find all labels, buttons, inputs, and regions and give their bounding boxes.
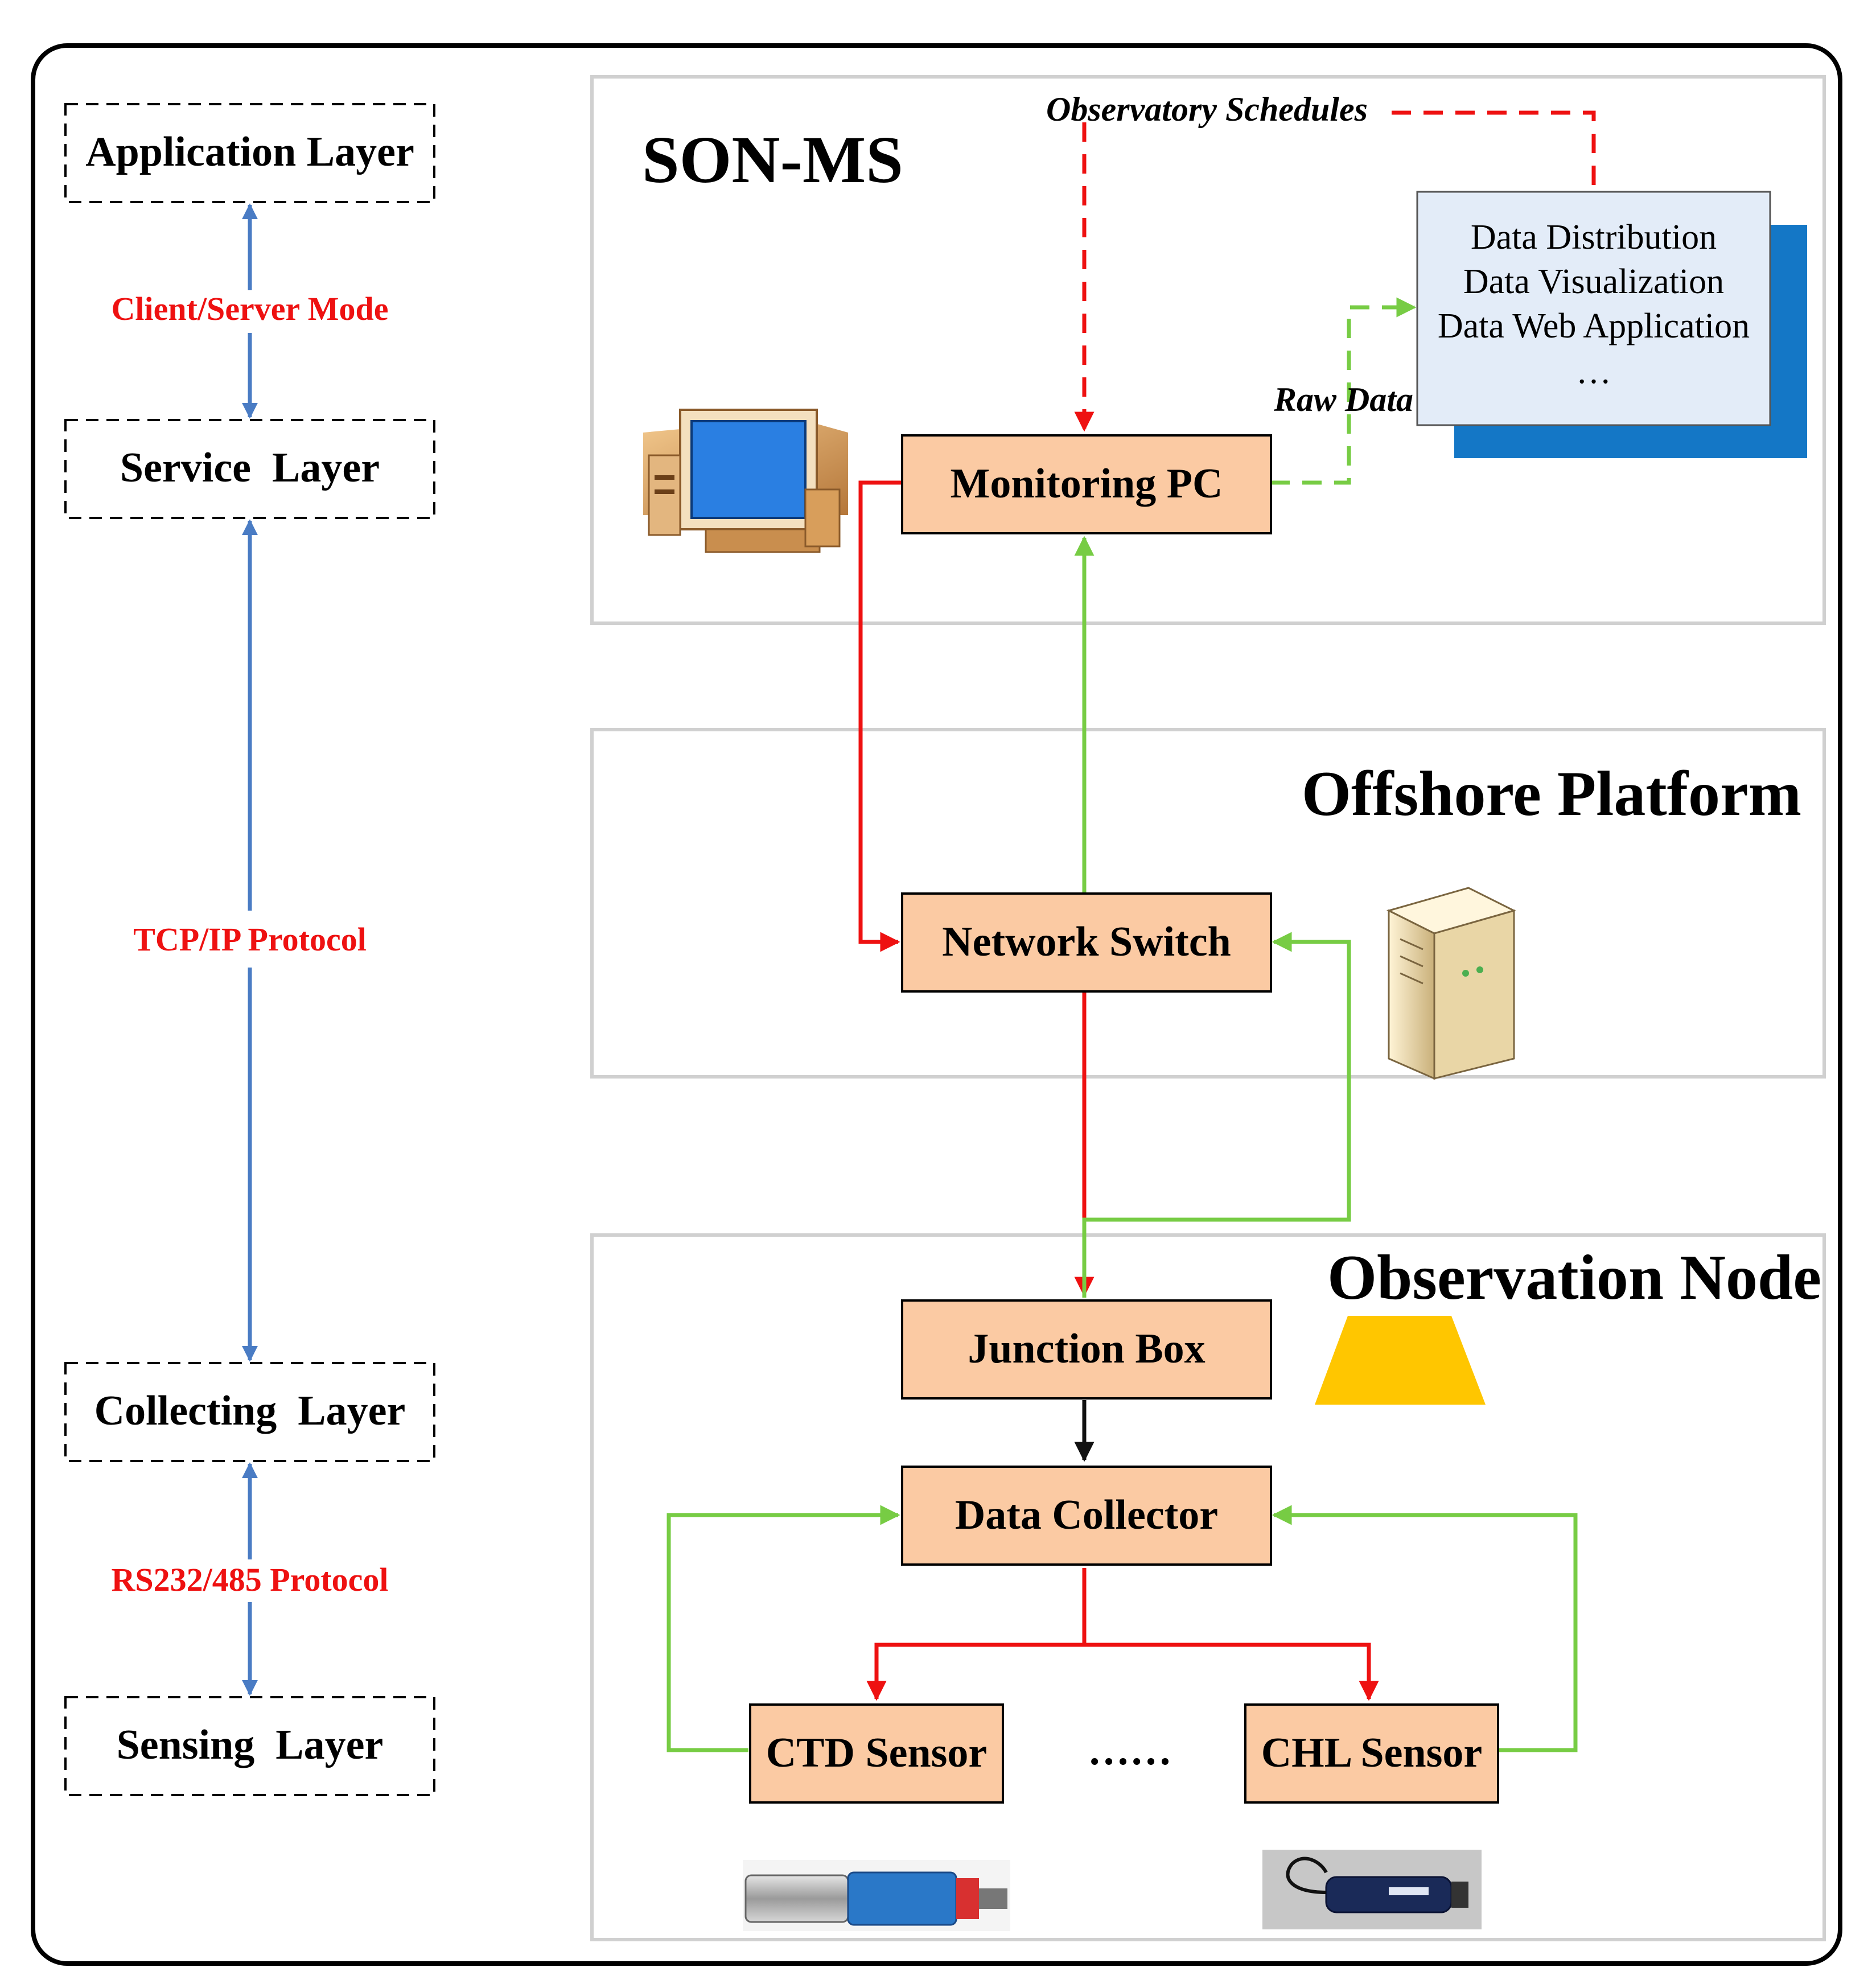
- services-box: [1416, 191, 1771, 426]
- client-server-label: Client/Server Mode: [112, 290, 389, 327]
- ctd-to-collector-data: [666, 1505, 900, 1752]
- collector-to-ctd-control: [866, 1568, 1087, 1701]
- collector-to-chl-control: [1084, 1643, 1379, 1701]
- junction-to-switch-data: [1082, 932, 1351, 1298]
- service-layer-box: Service Layer: [64, 419, 435, 519]
- outer-frame: [31, 43, 1842, 1966]
- junction-box-label: Junction Box: [968, 1326, 1205, 1372]
- ctd-sensor-image: [743, 1860, 1010, 1931]
- sensor-ellipsis: ……: [1088, 1727, 1172, 1774]
- observation-node-title: Observation Node: [1327, 1242, 1821, 1313]
- service-data-distribution: Data Distribution: [1471, 218, 1717, 257]
- data-collector-label: Data Collector: [955, 1492, 1218, 1538]
- application-layer-box: Application Layer: [64, 103, 435, 203]
- observatory-schedules-label: Observatory Schedules: [1046, 90, 1368, 128]
- server-icon: [1386, 887, 1517, 1080]
- junction-box-node: Junction Box: [901, 1299, 1272, 1400]
- chl-sensor-label: CHL Sensor: [1261, 1730, 1483, 1776]
- raw-data-flow: [1270, 297, 1417, 485]
- offshore-platform-title: Offshore Platform: [1302, 759, 1801, 829]
- pc-to-switch-control: [858, 480, 901, 952]
- chl-to-collector-data: [1272, 1505, 1578, 1752]
- tcp-ip-label: TCP/IP Protocol: [133, 921, 367, 958]
- service-data-visualization: Data Visualization: [1463, 262, 1724, 301]
- service-data-web-application: Data Web Application: [1438, 307, 1750, 345]
- monitoring-pc-node: Monitoring PC: [901, 434, 1272, 534]
- network-switch-node: Network Switch: [901, 892, 1272, 993]
- ctd-sensor-label: CTD Sensor: [766, 1730, 988, 1776]
- collecting-layer-box: Collecting Layer: [64, 1362, 435, 1462]
- son-ms-title: SON-MS: [642, 122, 903, 197]
- ctd-sensor-node: CTD Sensor: [749, 1703, 1004, 1804]
- chl-sensor-node: CHL Sensor: [1244, 1703, 1499, 1804]
- service-layer-label: Service Layer: [120, 444, 380, 491]
- schedule-flow-top: [1392, 110, 1596, 191]
- chl-sensor-image: [1262, 1850, 1482, 1929]
- raw-data-label: Raw Data: [1273, 381, 1413, 418]
- data-collector-node: Data Collector: [901, 1466, 1272, 1566]
- computer-icon: [643, 409, 848, 553]
- service-more: …: [1576, 352, 1611, 391]
- collecting-layer-label: Collecting Layer: [94, 1388, 406, 1434]
- sensing-layer-label: Sensing Layer: [117, 1722, 384, 1768]
- layer-stack: Application Layer Service Layer Collecti…: [64, 103, 435, 1796]
- data-services-panel: Data Distribution Data Visualization Dat…: [1416, 191, 1807, 458]
- sensing-layer-box: Sensing Layer: [64, 1696, 435, 1796]
- rs232-485-label: RS232/485 Protocol: [111, 1561, 388, 1598]
- network-switch-label: Network Switch: [942, 919, 1231, 965]
- monitoring-pc-label: Monitoring PC: [951, 460, 1223, 507]
- application-layer-label: Application Layer: [85, 129, 414, 175]
- junction-box-icon: [1315, 1316, 1486, 1405]
